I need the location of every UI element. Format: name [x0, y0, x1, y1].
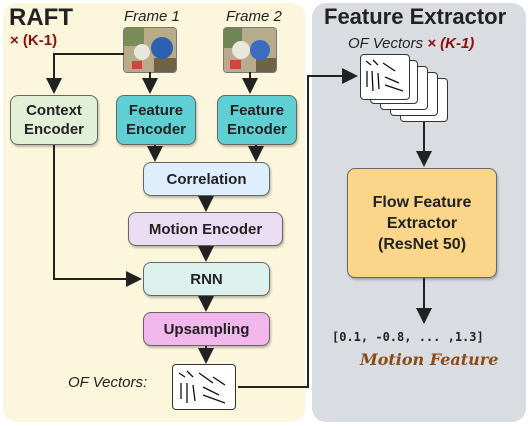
flow-arrows-icon: [365, 59, 404, 92]
of-vectors-label: OF Vectors:: [68, 374, 148, 391]
arrow-of-to-extractor: [238, 68, 358, 388]
frame2-image: [224, 28, 276, 72]
feature-vector-output: [0.1, -0.8, ... ,1.3]: [332, 330, 484, 344]
feature-encoder-2-box: Feature Encoder: [217, 95, 297, 145]
upsampling-box: Upsampling: [143, 312, 270, 346]
feature-encoder-1-box: Feature Encoder: [116, 95, 196, 145]
of-vectors-output-card: [172, 364, 236, 410]
frame1-label: Frame 1: [124, 8, 180, 25]
arrow-frame1-context: [46, 53, 124, 94]
context-encoder-box: Context Encoder: [10, 95, 98, 145]
frame2-label: Frame 2: [226, 8, 282, 25]
arrow-context-rnn: [53, 145, 142, 287]
subtitle-prefix: OF Vectors: [348, 35, 428, 52]
rnn-box: RNN: [143, 262, 270, 296]
frame1-image: [124, 28, 176, 72]
motion-feature-label: Motion Feature: [360, 350, 499, 369]
feature-extractor-subtitle: OF Vectors × (K-1): [348, 35, 474, 52]
flow-arrows-icon: [178, 370, 226, 404]
flow-feature-extractor-box: Flow Feature Extractor (ResNet 50): [347, 168, 497, 278]
of-card-stack-front: [360, 54, 410, 100]
feature-extractor-title: Feature Extractor: [324, 4, 507, 29]
subtitle-multiplier: × (K-1): [427, 35, 475, 52]
raft-multiplier: × (K-1): [10, 32, 58, 49]
correlation-box: Correlation: [143, 162, 270, 196]
raft-title: RAFT: [9, 4, 73, 31]
motion-encoder-box: Motion Encoder: [128, 212, 283, 246]
